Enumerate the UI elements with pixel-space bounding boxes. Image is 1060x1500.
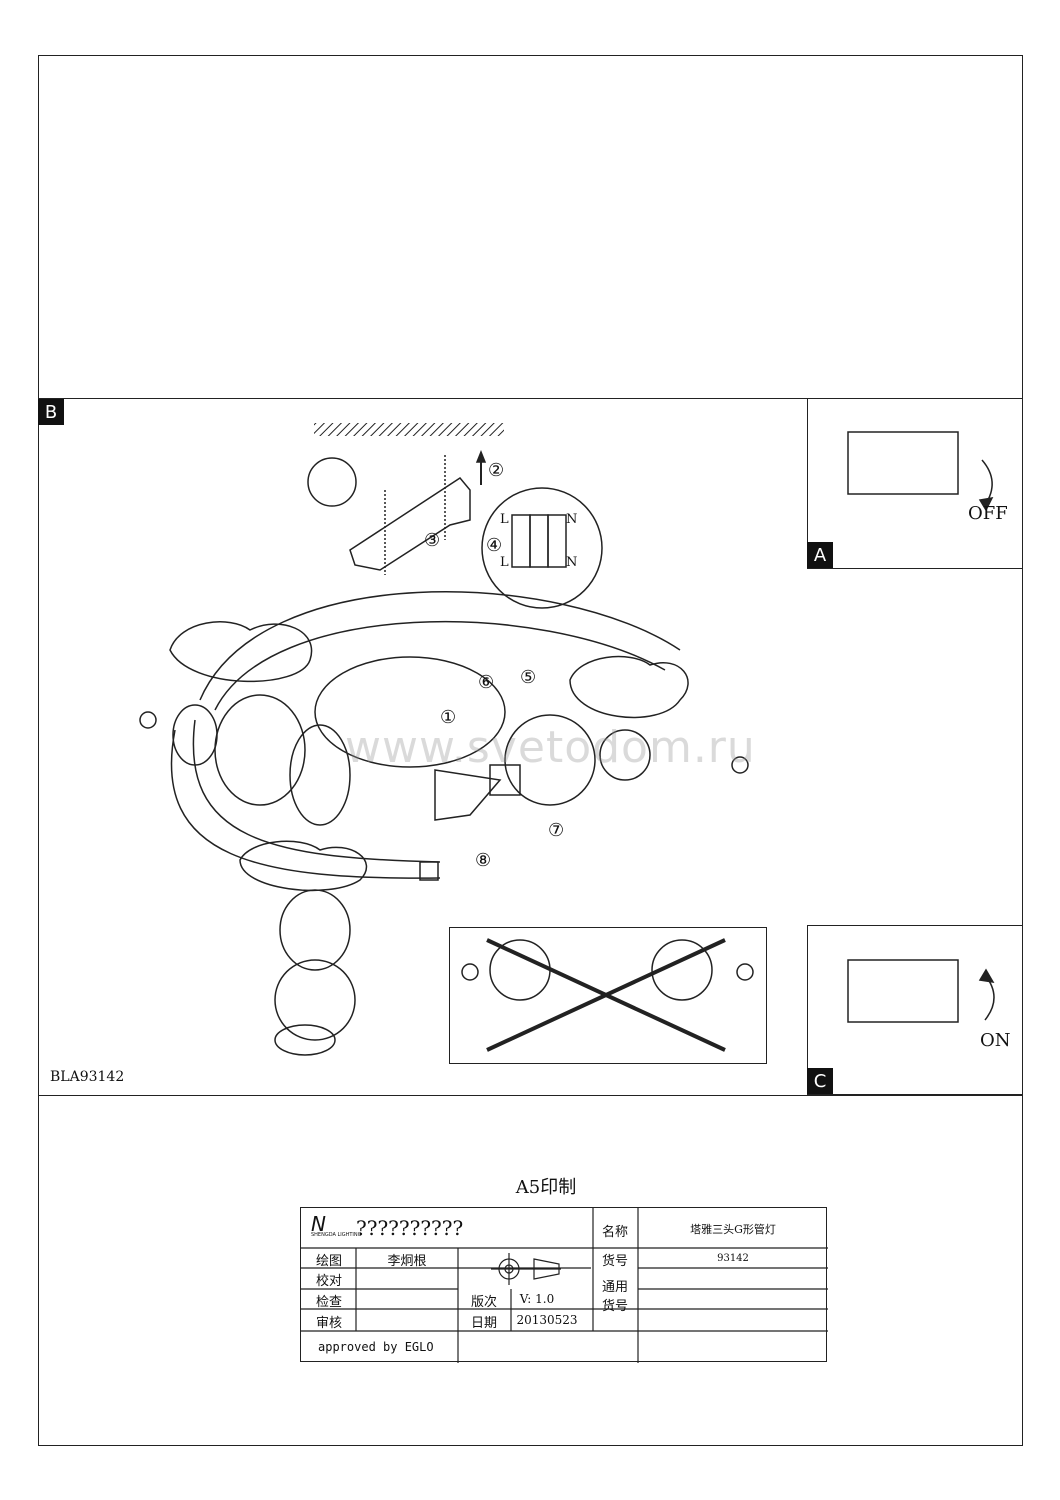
step-4: ④: [486, 535, 503, 556]
watermark: www.svetodom.ru: [345, 722, 756, 773]
divider-top: [38, 398, 1023, 399]
company-name: ??????????: [356, 1216, 464, 1240]
step-3: ③: [424, 530, 441, 551]
name-label: 名称: [601, 1225, 629, 1240]
model-code: BLA93142: [50, 1069, 125, 1085]
common-item-label: 通用 货号: [601, 1280, 629, 1314]
wire-n-bottom: N: [566, 555, 578, 570]
title-block-grid: [301, 1208, 828, 1363]
version-value: V: 1.0: [519, 1292, 555, 1306]
step-2: ②: [488, 460, 505, 481]
off-label: OFF: [968, 503, 1008, 524]
wiring-detail: [481, 487, 603, 609]
inner-ring: [314, 656, 506, 768]
mounting-bracket: [349, 477, 471, 571]
approved-by: approved by EGLO: [318, 1340, 434, 1354]
check-label: 校对: [315, 1274, 343, 1289]
projection-symbol-icon: [491, 1253, 561, 1285]
inspect-label: 检查: [315, 1295, 343, 1310]
step-7: ⑦: [548, 820, 565, 841]
step-5: ⑤: [520, 667, 537, 688]
draw-value: 李炯根: [387, 1254, 427, 1269]
version-label: 版次: [470, 1295, 498, 1310]
canopy-arc: [199, 591, 681, 701]
wrong-install-box: [449, 927, 767, 1064]
ceiling-hatch: [314, 423, 504, 436]
section-b-label: B: [38, 399, 64, 425]
name-value: 塔雅三头G形管灯: [690, 1223, 776, 1236]
cross-line-2: [486, 938, 726, 1052]
wire-l-top: L: [500, 512, 509, 527]
draw-label: 绘图: [315, 1254, 343, 1269]
title-block-heading: A5印制: [515, 1177, 577, 1198]
step-1: ①: [440, 707, 457, 728]
wire-n-top: N: [566, 512, 578, 527]
wire-l-bottom: L: [500, 555, 509, 570]
item-label: 货号: [601, 1254, 629, 1269]
breaker-panel-off: [847, 431, 959, 495]
panel-c: [807, 925, 1023, 1095]
on-label: ON: [980, 1030, 1011, 1051]
breaker-panel-on: [847, 959, 959, 1023]
date-label: 日期: [470, 1316, 498, 1331]
wall-plug-detail: [307, 457, 357, 507]
review-label: 审核: [315, 1316, 343, 1331]
panel-a: [807, 398, 1023, 569]
page-frame: [38, 55, 1023, 1446]
section-c-label: C: [807, 1068, 833, 1094]
item-value: 93142: [717, 1253, 749, 1264]
step-6: ⑥: [478, 672, 495, 693]
step-8: ⑧: [475, 850, 492, 871]
date-value: 20130523: [516, 1313, 578, 1327]
section-a-label: A: [807, 542, 833, 568]
divider-bottom: [38, 1095, 1023, 1096]
